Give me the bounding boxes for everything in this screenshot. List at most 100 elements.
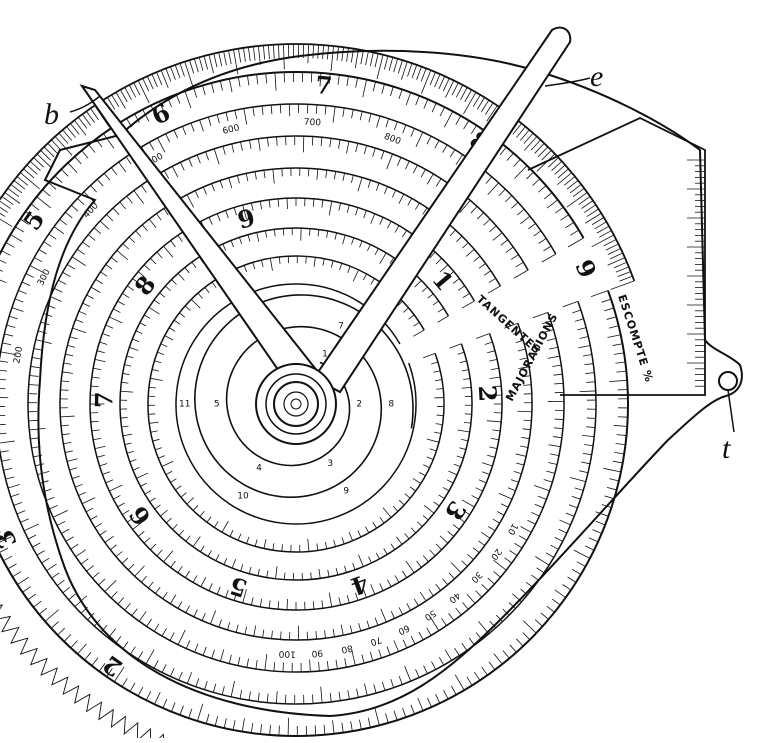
spiral-numeral-4: 5 <box>214 400 220 410</box>
ring2-tick <box>65 212 72 218</box>
ring3-tick <box>63 272 71 276</box>
ring5-tick <box>356 208 358 216</box>
ring5-tick <box>475 488 482 491</box>
ring1-tick <box>427 698 431 707</box>
ring1-tick <box>333 720 335 733</box>
outer-rim-tick <box>337 47 339 61</box>
ring1-tick <box>189 709 192 718</box>
ring7-tick <box>409 315 415 319</box>
ring1-tick <box>78 644 87 654</box>
outer-rim-tick <box>606 244 619 250</box>
ring7-tick <box>207 517 211 523</box>
outer-rim-tick <box>384 56 388 70</box>
outer-rim-tick <box>408 63 413 76</box>
outer-rim-tick <box>610 253 623 259</box>
ring2-tick <box>543 246 551 251</box>
ring1-tick <box>92 658 98 666</box>
ring7-tick <box>427 439 439 442</box>
ring4-tick <box>255 172 256 180</box>
ring3-numeral-4: 600 <box>222 123 241 137</box>
ring7-tick <box>193 505 198 510</box>
ring2-tick <box>403 125 406 133</box>
ring1-tick <box>55 176 62 183</box>
ring2-tick <box>416 669 420 677</box>
ring6-tick <box>155 505 161 509</box>
ring6-tick <box>327 231 328 238</box>
ring1-tick <box>526 172 533 179</box>
ring7-tick <box>185 306 190 311</box>
ring1-tick <box>574 550 590 558</box>
ring2-tick <box>333 107 335 123</box>
ring5-tick <box>423 556 428 562</box>
ring2-tick <box>531 575 538 580</box>
ring3-tick <box>203 647 206 655</box>
ring2-tick <box>12 308 24 312</box>
ring4-tick <box>111 257 117 262</box>
outer-rim-tick <box>37 154 51 167</box>
outer-rim-tick <box>616 267 629 272</box>
ring6-tick <box>136 473 147 478</box>
ring6-tick <box>121 418 128 419</box>
ring1-tick <box>406 92 411 105</box>
outer-rim-tick <box>597 226 609 233</box>
ring2-tick <box>478 621 488 633</box>
ring1-tick <box>607 317 617 320</box>
ring4-tick <box>462 243 468 248</box>
ring6-tick <box>411 528 416 533</box>
ring5-tick <box>489 447 497 449</box>
ring7-tick <box>153 439 160 441</box>
ring2-tick <box>312 695 313 704</box>
ring3-tick <box>554 383 563 384</box>
ring7-tick <box>363 274 366 280</box>
ring1-tick <box>577 562 586 567</box>
ring5-tick <box>491 438 499 439</box>
ring2-tick <box>146 650 154 664</box>
ring1-tick <box>482 667 488 675</box>
outer-rim-tick <box>452 83 458 95</box>
ring2-tick <box>582 435 594 436</box>
ring1-tick <box>58 628 65 635</box>
ring4-tick <box>367 621 369 629</box>
spiral-numeral-9: 10 <box>237 491 249 501</box>
ring6-tick <box>132 339 139 342</box>
ring3-tick <box>197 155 200 163</box>
ring2-tick <box>488 183 499 195</box>
ring1-tick <box>51 622 58 629</box>
ring4-tick <box>72 476 80 479</box>
ring7-tick <box>383 508 391 518</box>
outer-rim-tick <box>219 52 222 66</box>
ring3-tick <box>493 233 502 241</box>
ring1-tick <box>616 371 626 372</box>
ring2-tick <box>542 254 556 262</box>
ring6-tick <box>384 548 388 554</box>
ring6-tick <box>223 244 226 250</box>
ring1-tick <box>607 487 617 490</box>
ring1-tick <box>609 380 627 381</box>
ring7-tick <box>358 531 361 537</box>
outer-rim-tick <box>112 95 119 107</box>
ring2-tick <box>551 545 559 549</box>
ring4-tick <box>508 488 515 491</box>
ring2-tick <box>179 672 183 680</box>
inner-numeral-1: 2 <box>473 384 503 402</box>
ring7-tick <box>179 313 185 317</box>
ring4-tick <box>518 349 526 351</box>
ring5-tick <box>485 342 493 344</box>
ring6-tick <box>274 229 275 236</box>
ring7-tick <box>323 259 324 266</box>
ring2-tick <box>581 462 590 464</box>
ring5-tick <box>92 430 100 431</box>
ring5-tick <box>209 217 212 224</box>
ring5-tick <box>458 286 465 291</box>
ring6-tick <box>258 569 260 576</box>
ring1-tick <box>261 724 262 734</box>
ring1-tick <box>257 74 258 84</box>
ring6-tick <box>123 434 132 436</box>
ring7-tick <box>340 263 342 270</box>
ring2-tick <box>0 433 6 434</box>
ring1-tick <box>39 608 47 614</box>
ring6-tick <box>248 235 250 242</box>
ring1-tick <box>247 76 248 86</box>
ring3-tick <box>427 174 433 184</box>
ring3-tick <box>436 179 441 187</box>
